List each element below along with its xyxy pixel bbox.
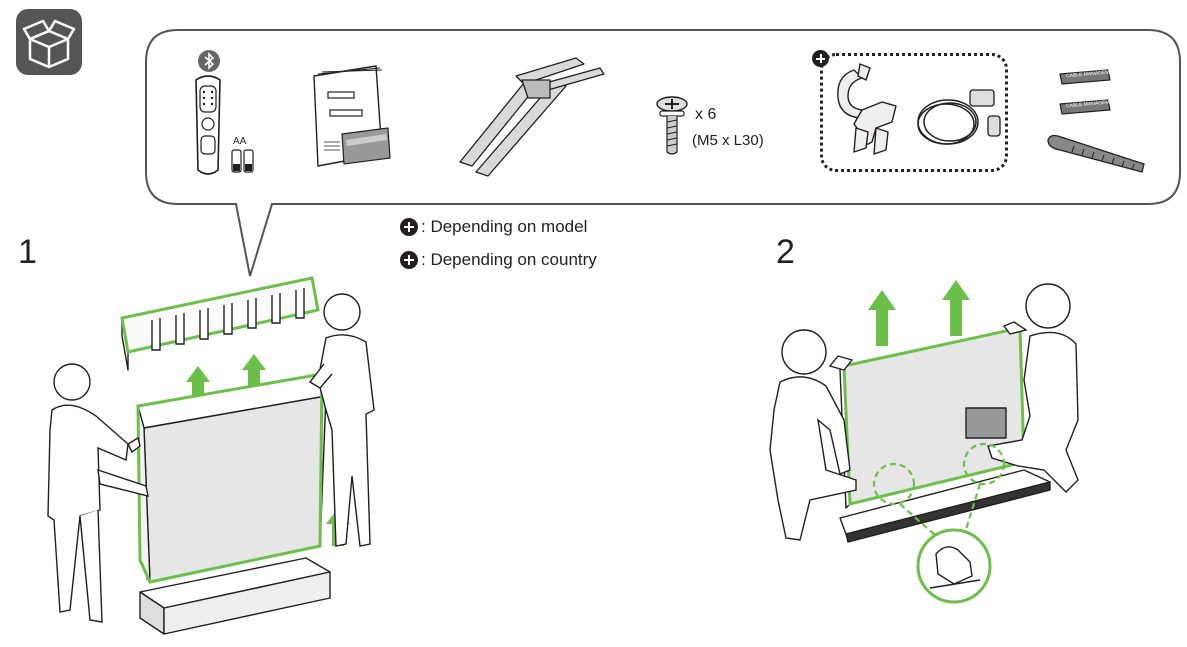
- battery-label: AA: [233, 136, 247, 147]
- unboxing-icon: [16, 9, 82, 75]
- step-1-illustration: [47, 276, 375, 635]
- step-number-1: 1: [18, 233, 37, 271]
- plus-circle-icon: [400, 251, 418, 269]
- foam-base: [839, 469, 1051, 543]
- lift-arrow-icon: [868, 280, 970, 346]
- plus-circle-icon: [400, 218, 418, 236]
- hand-grip-icon: [929, 546, 981, 589]
- cable-holder-icon: [837, 63, 897, 155]
- person-left: [47, 363, 149, 623]
- legend-country-text: : Depending on country: [421, 250, 597, 269]
- legend-model-text: : Depending on model: [421, 217, 588, 236]
- base-tray: [139, 557, 331, 635]
- power-cable-icon: [917, 89, 1001, 145]
- person-left: [769, 329, 857, 541]
- cable-management-icon: [1059, 69, 1111, 115]
- legend-model: : Depending on model: [400, 217, 587, 237]
- manual-icon: [313, 65, 391, 167]
- stand-icon: [459, 57, 605, 177]
- person-right: [987, 283, 1079, 493]
- battery-icon: [231, 149, 254, 173]
- optional-items-box: [820, 53, 1008, 172]
- magic-remote-icon: [195, 75, 221, 175]
- step-number-2: 2: [776, 233, 795, 271]
- screw-spec: (M5 x L30): [692, 132, 764, 149]
- cable-tie-icon: [1047, 134, 1145, 173]
- tv-box: [137, 373, 327, 583]
- person-right: [308, 293, 375, 547]
- bluetooth-icon: [198, 50, 220, 72]
- depending-on-model-icon: [812, 50, 829, 67]
- screw-icon: [656, 96, 688, 155]
- accessory-callout: [145, 29, 1181, 277]
- screw-count: x 6: [695, 106, 717, 123]
- legend-country: : Depending on country: [400, 250, 597, 270]
- step-2-illustration: [769, 280, 1079, 604]
